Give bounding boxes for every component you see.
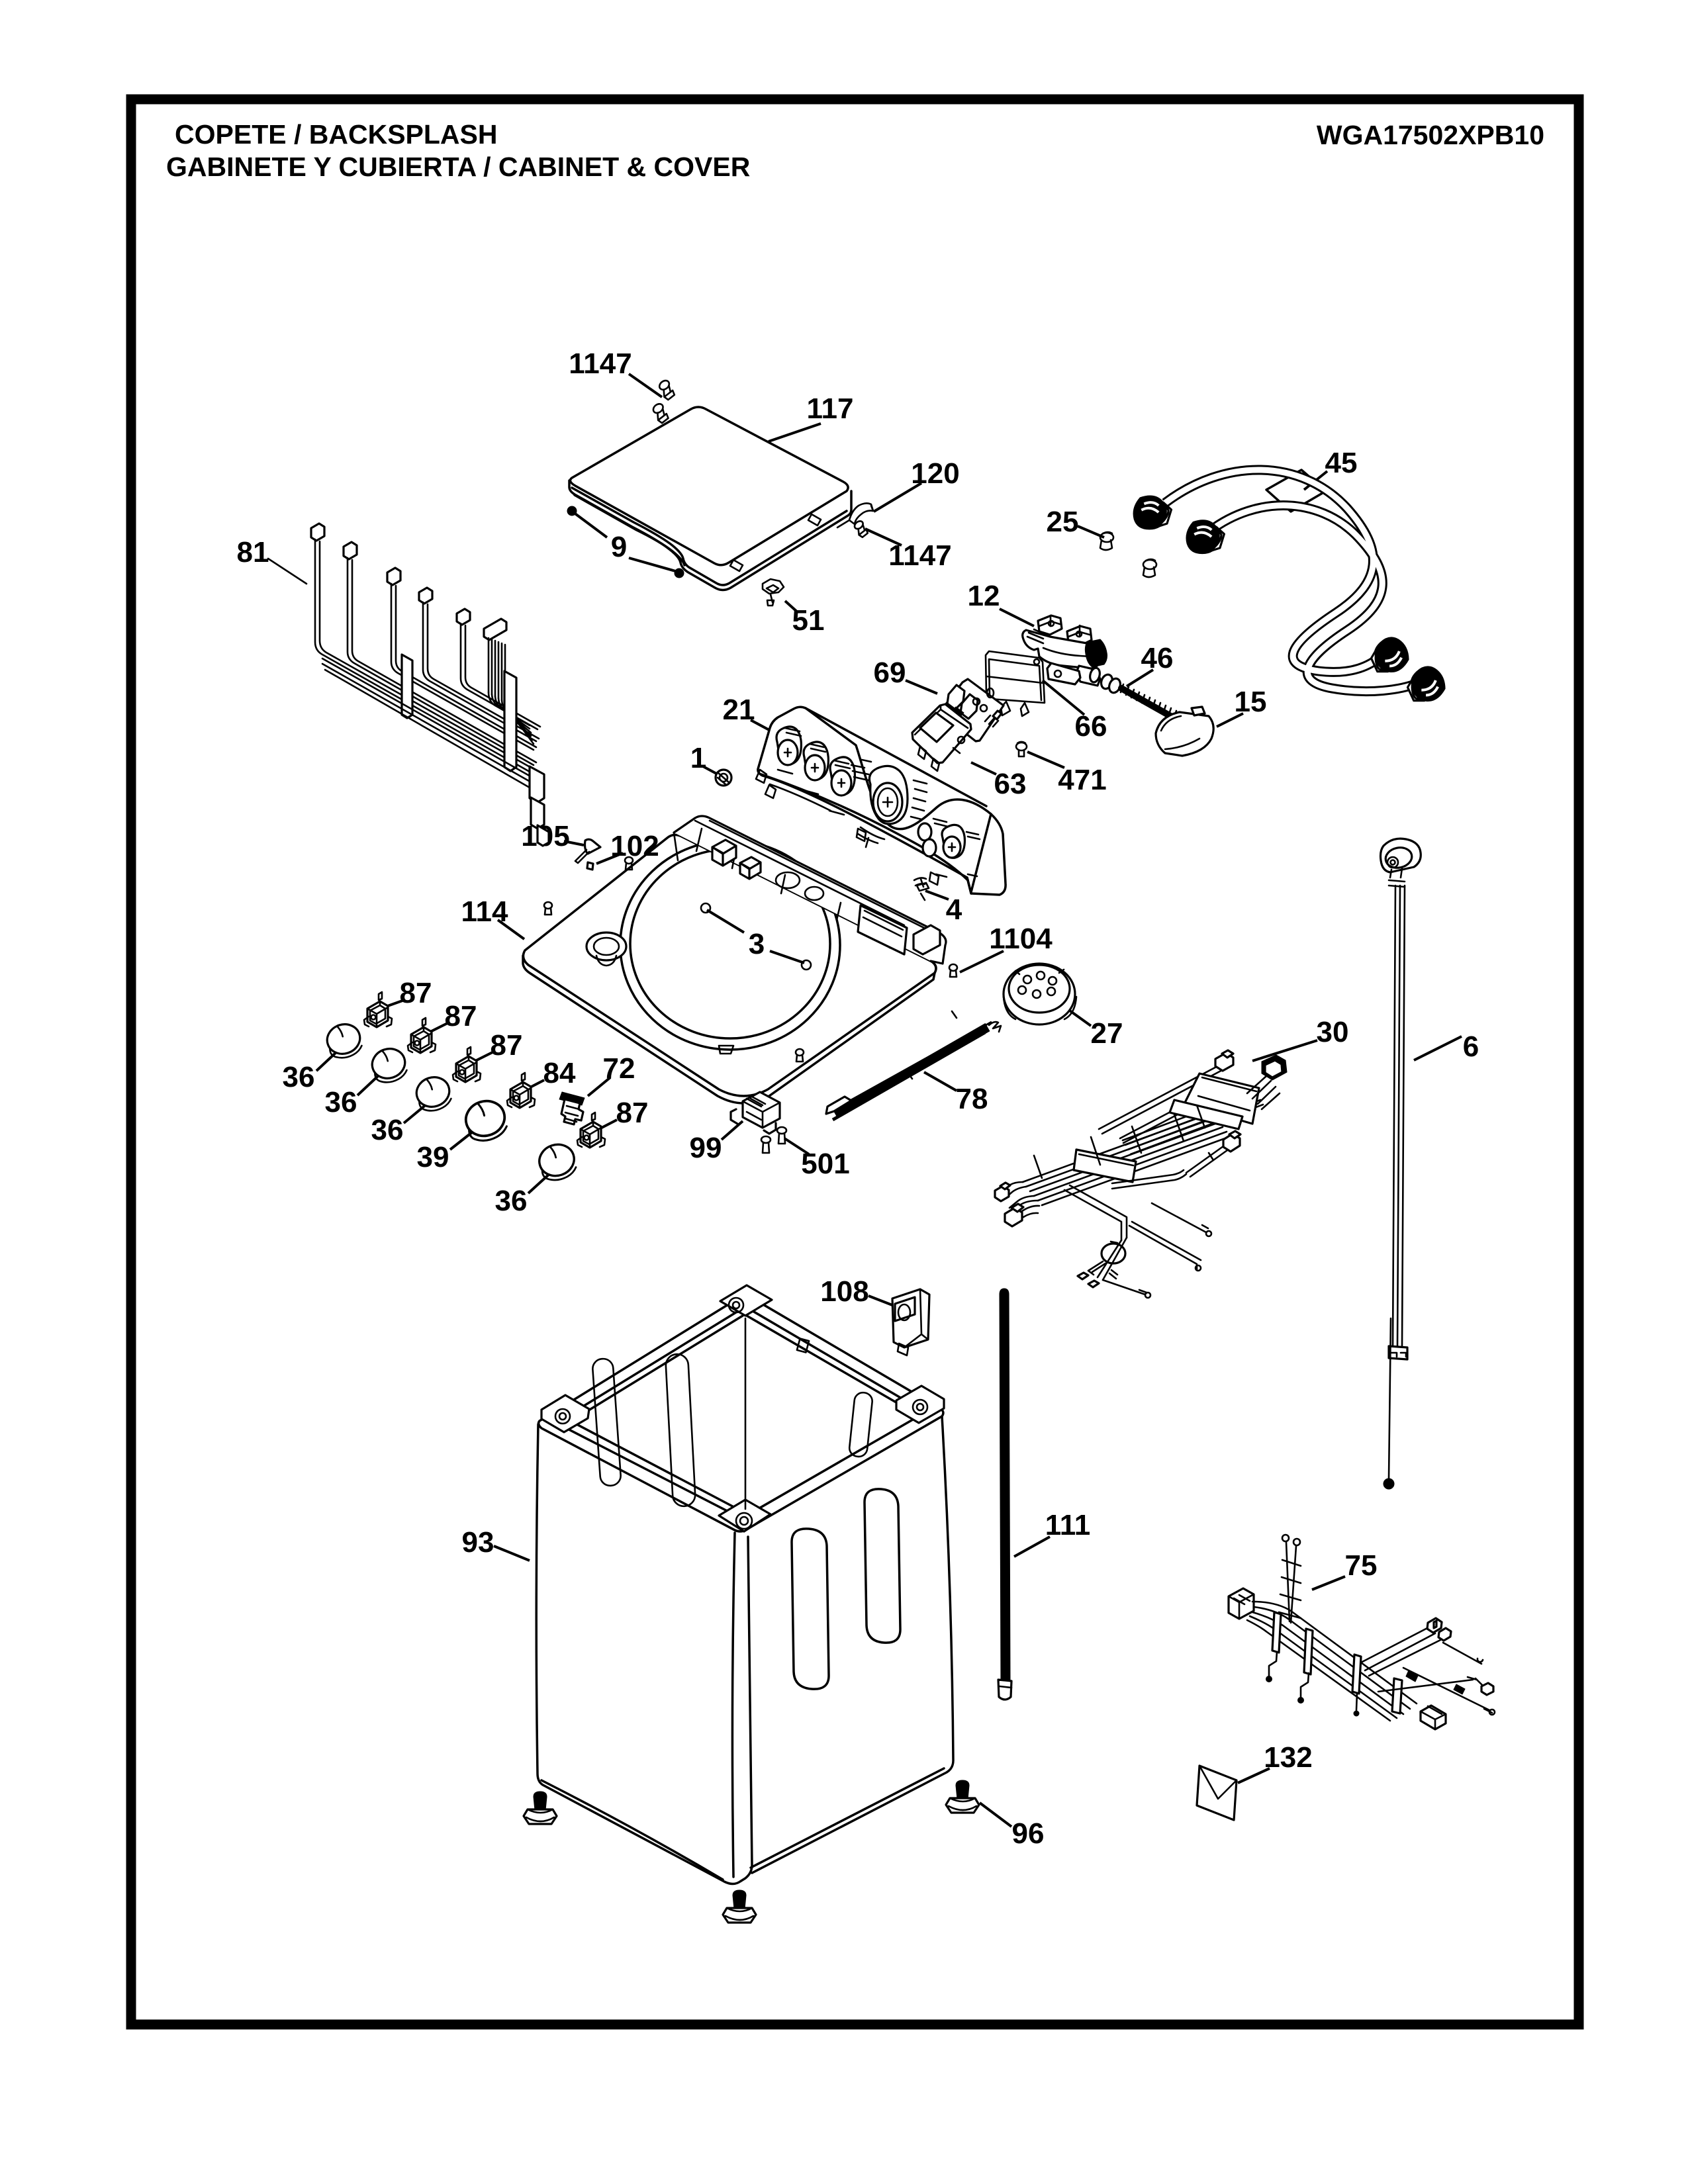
svg-text:6: 6: [1463, 1030, 1479, 1063]
svg-text:117: 117: [807, 392, 854, 425]
svg-text:75: 75: [1345, 1549, 1378, 1582]
svg-text:21: 21: [723, 694, 755, 726]
svg-text:111: 111: [1045, 1509, 1091, 1541]
svg-text:36: 36: [495, 1185, 528, 1217]
svg-text:1147: 1147: [569, 347, 632, 380]
svg-text:15: 15: [1235, 686, 1267, 718]
svg-text:1: 1: [690, 742, 706, 774]
svg-text:132: 132: [1264, 1741, 1312, 1774]
svg-text:99: 99: [690, 1132, 722, 1164]
svg-text:36: 36: [371, 1114, 404, 1146]
svg-text:25: 25: [1047, 506, 1079, 538]
svg-text:COPETE / BACKSPLASH: COPETE / BACKSPLASH: [175, 119, 498, 150]
svg-text:87: 87: [400, 977, 432, 1009]
svg-text:87: 87: [491, 1029, 523, 1062]
svg-text:66: 66: [1075, 710, 1107, 743]
svg-text:30: 30: [1317, 1016, 1349, 1048]
svg-text:93: 93: [462, 1526, 494, 1559]
svg-text:87: 87: [616, 1097, 649, 1129]
svg-text:27: 27: [1091, 1017, 1123, 1050]
svg-text:1104: 1104: [989, 923, 1053, 955]
svg-text:51: 51: [792, 604, 825, 637]
svg-text:GABINETE Y CUBIERTA / CABINET: GABINETE Y CUBIERTA / CABINET & COVER: [166, 152, 750, 182]
svg-text:78: 78: [956, 1083, 988, 1115]
svg-text:81: 81: [237, 536, 269, 569]
svg-text:3: 3: [749, 928, 765, 960]
svg-text:84: 84: [543, 1057, 576, 1089]
svg-text:46: 46: [1141, 642, 1174, 674]
svg-text:12: 12: [968, 580, 1000, 612]
svg-text:36: 36: [283, 1061, 315, 1093]
svg-text:39: 39: [417, 1141, 449, 1173]
svg-text:WGA17502XPB10: WGA17502XPB10: [1317, 120, 1544, 150]
svg-text:63: 63: [994, 768, 1027, 800]
svg-text:69: 69: [874, 657, 906, 689]
svg-text:102: 102: [610, 830, 659, 862]
svg-text:87: 87: [445, 1000, 477, 1032]
svg-text:471: 471: [1058, 764, 1106, 796]
svg-text:108: 108: [820, 1275, 868, 1308]
svg-text:9: 9: [611, 531, 627, 563]
svg-text:36: 36: [325, 1086, 357, 1118]
svg-text:45: 45: [1325, 447, 1358, 479]
svg-text:96: 96: [1012, 1817, 1045, 1850]
